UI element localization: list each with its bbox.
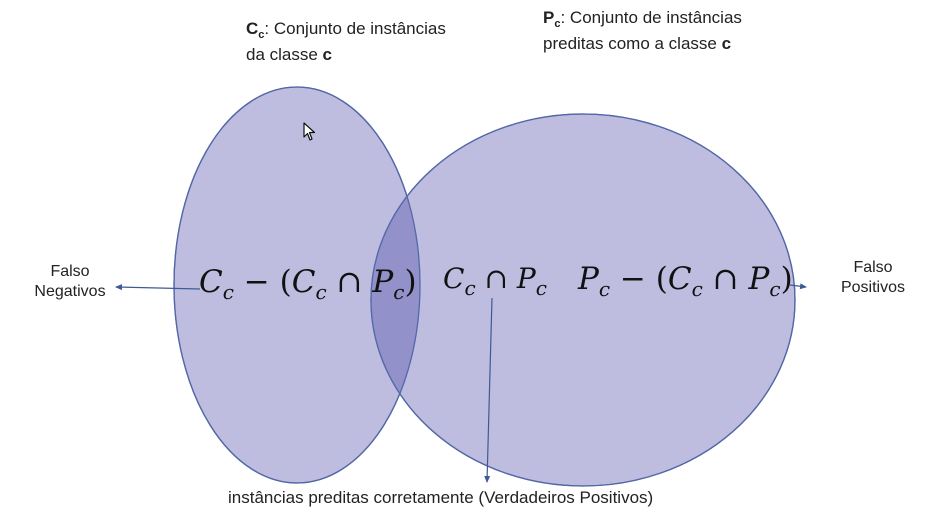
false-negatives-line1: Falso bbox=[50, 263, 90, 280]
false-positives-label: Falso Positivos bbox=[826, 258, 920, 298]
false-negatives-label: Falso Negativos bbox=[24, 262, 116, 302]
false-positives-line1: Falso bbox=[853, 259, 893, 276]
predicted-set-text-line2: preditas como a classe bbox=[543, 34, 722, 53]
class-set-text-line2: da classe bbox=[246, 45, 323, 64]
predicted-class-circle-outline bbox=[370, 113, 796, 487]
false-positives-arrow bbox=[789, 283, 807, 290]
true-positives-label: instâncias preditas corretamente (Verdad… bbox=[228, 488, 654, 507]
formula-right: Pc − (Cc ∩ Pc) bbox=[578, 261, 793, 301]
actual-class-circle-outline bbox=[173, 86, 421, 484]
class-set-label-line2: da classe c bbox=[246, 45, 446, 65]
true-positives-arrow bbox=[484, 297, 493, 483]
mouse-pointer-icon bbox=[303, 122, 317, 147]
false-negatives-arrow bbox=[115, 284, 201, 291]
predicted-set-symbol: P bbox=[543, 8, 555, 27]
class-set-text-line1: : Conjunto de instâncias bbox=[264, 19, 446, 38]
class-set-text-bold: c bbox=[322, 45, 333, 64]
predicted-set-label-line1: Pc: Conjunto de instâncias bbox=[543, 8, 742, 34]
false-negatives-line2: Negativos bbox=[34, 283, 106, 300]
predicted-set-text-line1: : Conjunto de instâncias bbox=[560, 8, 742, 27]
class-set-label-line1: Cc: Conjunto de instâncias bbox=[246, 19, 446, 45]
formula-middle-text: Cc ∩ Pc bbox=[443, 262, 547, 300]
formula-middle: Cc ∩ Pc bbox=[443, 262, 547, 300]
class-set-subscript: c bbox=[258, 29, 265, 41]
predicted-set-label-line2: preditas como a classe c bbox=[543, 34, 742, 54]
formula-right-text: Pc − (Cc ∩ Pc) bbox=[578, 261, 793, 301]
class-set-label: Cc: Conjunto de instâncias da classe c bbox=[246, 19, 446, 65]
formula-left: Cc − (Cc ∩ Pc) bbox=[199, 264, 417, 304]
predicted-set-text-bold: c bbox=[721, 34, 732, 53]
predicted-set-label: Pc: Conjunto de instâncias preditas como… bbox=[543, 8, 742, 54]
formula-left-text: Cc − (Cc ∩ Pc) bbox=[199, 264, 417, 304]
class-set-symbol: C bbox=[246, 19, 259, 38]
predicted-set-subscript: c bbox=[554, 18, 561, 30]
false-positives-line2: Positivos bbox=[840, 279, 906, 296]
